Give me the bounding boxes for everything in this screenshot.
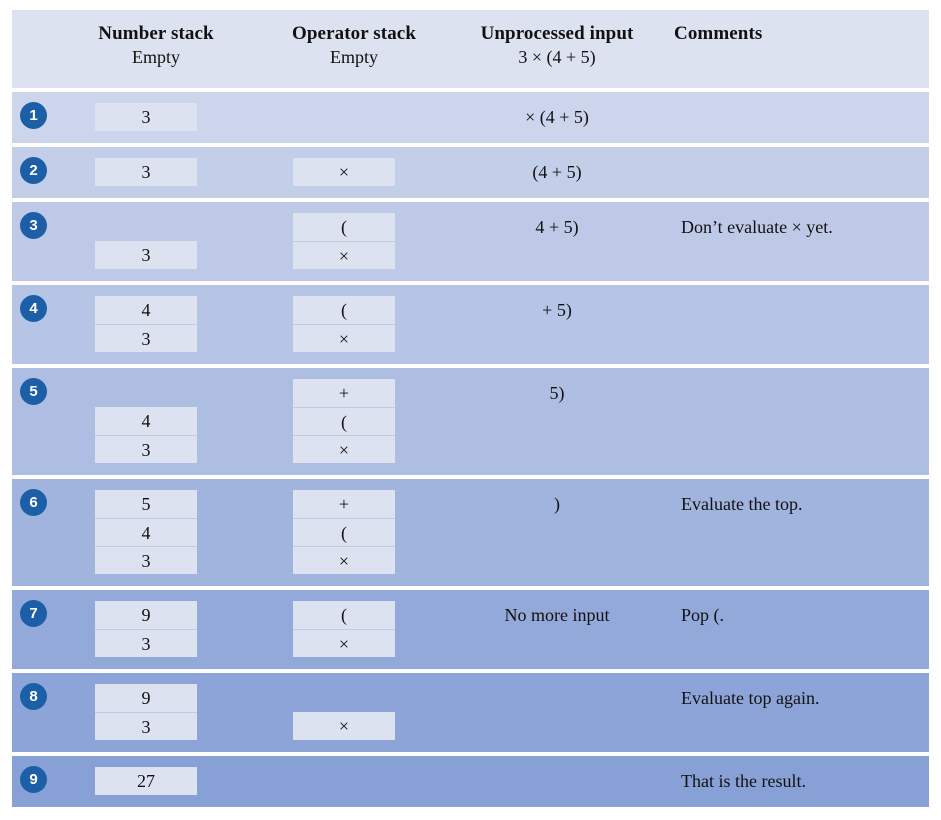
step-number-badge: 7	[20, 600, 47, 627]
operator-stack-empty-slot	[293, 684, 395, 712]
column-header-unprocessed-input-initial: 3 × (4 + 5)	[518, 47, 596, 68]
unprocessed-input-value: × (4 + 5)	[525, 107, 589, 127]
number-stack-cell: 4	[95, 407, 197, 435]
step-number-badge: 5	[20, 378, 47, 405]
table-row: 1 3 × (4 + 5)	[12, 92, 929, 143]
operator-stack-cell: (	[293, 296, 395, 324]
step-number-badge: 1	[20, 102, 47, 129]
operator-stack-cell: ×	[293, 712, 395, 740]
table-header-row: Number stack Empty Operator stack Empty …	[12, 10, 929, 88]
number-stack: 27	[95, 767, 197, 795]
comment-text: Don’t evaluate × yet.	[681, 217, 833, 237]
column-header-unprocessed-input: Unprocessed input 3 × (4 + 5)	[432, 21, 682, 70]
unprocessed-input-value: No more input	[504, 605, 610, 625]
table-row: 9 27 That is the result.	[12, 756, 929, 807]
operator-stack-cell: +	[293, 379, 395, 407]
unprocessed-input-value: + 5)	[542, 300, 572, 320]
operator-stack-cell: +	[293, 490, 395, 518]
column-header-comments: Comments	[674, 21, 934, 46]
operator-stack-cell: ×	[293, 241, 395, 269]
operator-stack: +(×	[293, 379, 395, 463]
operator-stack-cell: ×	[293, 158, 395, 186]
operator-stack-cell: ×	[293, 324, 395, 352]
operator-stack: (×	[293, 296, 395, 352]
operator-stack-cell: ×	[293, 629, 395, 657]
comment-text: That is the result.	[681, 771, 806, 791]
number-stack-cell: 3	[95, 546, 197, 574]
number-stack-cell: 3	[95, 324, 197, 352]
operator-stack-cell: (	[293, 213, 395, 241]
unprocessed-input-value: 4 + 5)	[535, 217, 579, 237]
column-header-operator-stack-title: Operator stack	[292, 23, 416, 44]
number-stack-cell: 9	[95, 601, 197, 629]
number-stack-cell: 3	[95, 435, 197, 463]
number-stack-cell: 3	[95, 158, 197, 186]
step-number-badge: 8	[20, 683, 47, 710]
column-header-comments-title: Comments	[674, 23, 763, 44]
number-stack-empty-slot	[95, 213, 197, 241]
algorithm-trace-table: Number stack Empty Operator stack Empty …	[0, 10, 941, 820]
number-stack: 3	[95, 213, 197, 269]
operator-stack-cell: (	[293, 407, 395, 435]
operator-stack: ×	[293, 158, 395, 186]
column-header-number-stack-initial: Empty	[132, 47, 180, 68]
unprocessed-input-value: )	[554, 494, 560, 514]
number-stack-cell: 9	[95, 684, 197, 712]
number-stack-cell: 27	[95, 767, 197, 795]
operator-stack-cell: (	[293, 518, 395, 546]
number-stack-cell: 4	[95, 518, 197, 546]
column-header-operator-stack-initial: Empty	[330, 47, 378, 68]
operator-stack-cell: ×	[293, 546, 395, 574]
operator-stack-cell: (	[293, 601, 395, 629]
unprocessed-input-value: (4 + 5)	[532, 162, 582, 182]
step-number-badge: 2	[20, 157, 47, 184]
number-stack-cell: 3	[95, 629, 197, 657]
number-stack-empty-slot	[95, 379, 197, 407]
step-number-badge: 6	[20, 489, 47, 516]
number-stack-cell: 5	[95, 490, 197, 518]
table-row: 2 3 × (4 + 5)	[12, 147, 929, 198]
number-stack: 3	[95, 158, 197, 186]
column-header-number-stack: Number stack Empty	[46, 21, 266, 70]
comment-text: Evaluate top again.	[681, 688, 820, 708]
unprocessed-input-value: 5)	[549, 383, 565, 403]
comment-text: Pop (.	[681, 605, 725, 625]
number-stack-cell: 3	[95, 241, 197, 269]
column-header-number-stack-title: Number stack	[98, 23, 214, 44]
operator-stack: ×	[293, 684, 395, 740]
column-header-operator-stack: Operator stack Empty	[244, 21, 464, 70]
operator-stack: (×	[293, 213, 395, 269]
table-row: 3 3 (× 4 + 5) Don’t evaluate × yet.	[12, 202, 929, 281]
number-stack: 3	[95, 103, 197, 131]
operator-stack: (×	[293, 601, 395, 657]
number-stack-cell: 3	[95, 712, 197, 740]
operator-stack-cell: ×	[293, 435, 395, 463]
step-number-badge: 9	[20, 766, 47, 793]
operator-stack: +(×	[293, 490, 395, 574]
comment-text: Evaluate the top.	[681, 494, 803, 514]
step-number-badge: 4	[20, 295, 47, 322]
number-stack-cell: 3	[95, 103, 197, 131]
column-header-unprocessed-input-title: Unprocessed input	[480, 23, 634, 44]
number-stack-cell: 4	[95, 296, 197, 324]
step-number-badge: 3	[20, 212, 47, 239]
